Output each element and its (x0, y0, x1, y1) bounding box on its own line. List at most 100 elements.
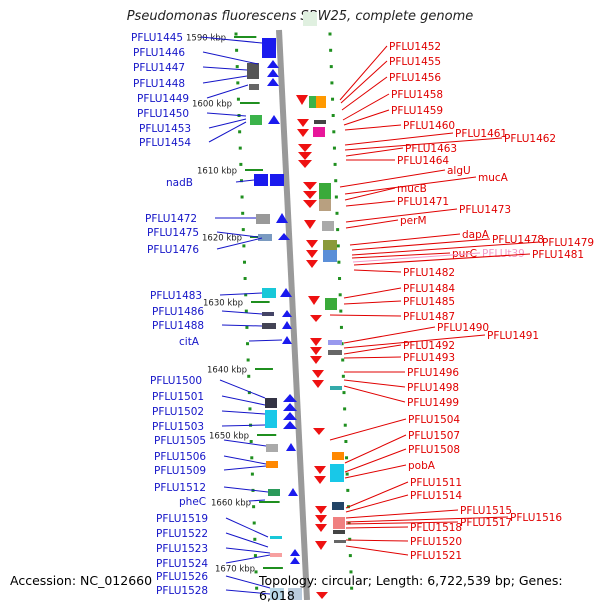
gene-arrow-left (282, 321, 292, 329)
gene-box-right (328, 350, 342, 355)
tick-dot (332, 130, 336, 134)
gene-label-left: PFLU1501 (152, 391, 204, 403)
tick-dot (335, 211, 339, 215)
gene-leader-right (349, 233, 461, 246)
gene-box-right (323, 240, 337, 250)
tick-dot (339, 309, 343, 313)
gene-box-right (322, 221, 334, 231)
gene-label-left: PFLU1453 (139, 123, 191, 135)
gene-leader-right (345, 539, 409, 542)
gene-box-left (265, 410, 277, 428)
gene-leader-left (216, 237, 263, 250)
gene-arrow-left (280, 288, 292, 297)
tick-dot (236, 97, 240, 101)
gene-label-right: algU (447, 165, 471, 177)
gene-box-right (303, 12, 317, 26)
gene-arrow-right (306, 250, 318, 258)
gene-label-left: PFLU1526 (156, 571, 208, 583)
tick-dot (236, 81, 240, 85)
gene-leader-left (202, 51, 259, 65)
scale-tick-label: 1670 kbp (215, 565, 255, 575)
gene-label-left: PFLU1445 (131, 32, 183, 44)
gene-box-left (266, 461, 278, 468)
gene-leader-left (202, 75, 248, 84)
gene-leader-left (219, 292, 263, 296)
gene-arrow-right (315, 541, 327, 550)
gene-arrow-right (296, 95, 308, 105)
gene-arrow-right (316, 592, 328, 599)
gene-arrow-left (267, 78, 279, 86)
gene-leader-right (345, 219, 399, 229)
gene-arrow-left (286, 443, 296, 451)
gene-leader-left (248, 339, 283, 342)
tick-dot (331, 97, 335, 101)
gene-box-right (334, 540, 346, 543)
gene-leader-right (343, 287, 402, 299)
gene-arrow-left (288, 488, 298, 496)
gene-leader-right (351, 241, 541, 256)
gene-leader-right (343, 300, 402, 305)
gene-box-right (328, 340, 342, 345)
gene-leader-left (225, 575, 271, 589)
scale-tick-label: 1630 kbp (203, 299, 243, 309)
gene-arrow-right (306, 260, 318, 268)
gene-label-right: PFLU1507 (408, 430, 460, 442)
gene-leader-right (329, 314, 402, 317)
scale-tick-label: 1650 kbp (209, 432, 249, 442)
scale-tick-label: 1600 kbp (192, 100, 232, 110)
gene-arrow-right (310, 356, 322, 364)
gene-leader-right (343, 379, 406, 388)
gene-box-left (250, 115, 262, 125)
tick-dot (350, 586, 354, 590)
gene-label-right: PFLU1487 (403, 311, 455, 323)
tick-dot (343, 407, 347, 411)
tick-dot (249, 440, 253, 443)
gene-leader-left (221, 424, 266, 427)
gene-box-left (258, 234, 272, 241)
gene-label-right: mucA (478, 172, 509, 184)
gene-leader-right (339, 45, 388, 101)
gene-leader-left (225, 589, 271, 595)
tick-dot (332, 146, 336, 150)
gene-label-right: PFLU1498 (407, 382, 459, 394)
gene-box-left (262, 38, 276, 58)
gene-label-right: PFLU1520 (410, 536, 462, 548)
gene-label-right: PFLU1460 (403, 120, 455, 132)
gene-box-left (254, 174, 268, 186)
gene-leader-right (353, 269, 402, 273)
tick-dot (330, 81, 334, 85)
gene-arrow-right (310, 338, 322, 346)
gene-leader-right (344, 434, 407, 464)
gene-label-left: PFLU1486 (152, 306, 204, 318)
gene-box-left (262, 312, 274, 316)
gene-arrow-right (315, 515, 327, 523)
gene-arrow-left (282, 336, 292, 344)
gene-box-left (262, 288, 276, 298)
tick-dot (342, 391, 346, 395)
gene-leader-left (206, 84, 249, 99)
gene-leader-right (339, 169, 446, 188)
tick-dot (336, 244, 340, 248)
gene-label-left: PFLU1475 (147, 227, 199, 239)
gene-label-right: PFLU1515 (460, 505, 512, 517)
gene-leader-left (221, 395, 266, 406)
gene-leader-left (208, 118, 247, 129)
scale-tick-label: 1610 kbp (197, 167, 237, 177)
tick-dot (345, 472, 349, 476)
tick-dot (348, 554, 352, 558)
tick-dot (333, 162, 337, 166)
gene-label-right: PFLU1482 (403, 267, 455, 279)
gene-leader-right (341, 76, 388, 111)
tick-dot (336, 228, 340, 232)
gene-label-right: PFLU1473 (459, 204, 511, 216)
tick-dot (344, 440, 348, 443)
gene-label-left: PFLU1503 (152, 421, 204, 433)
gene-leader-left (200, 36, 263, 44)
gene-leader-right (353, 253, 531, 266)
gene-label-right: PFLU1516 (510, 512, 562, 524)
gene-box-right (316, 96, 326, 108)
gene-leader-right (344, 132, 454, 146)
gene-label-right: PFLU1481 (532, 249, 584, 261)
tick-dot (349, 570, 353, 574)
gene-arrow-right (303, 200, 317, 208)
